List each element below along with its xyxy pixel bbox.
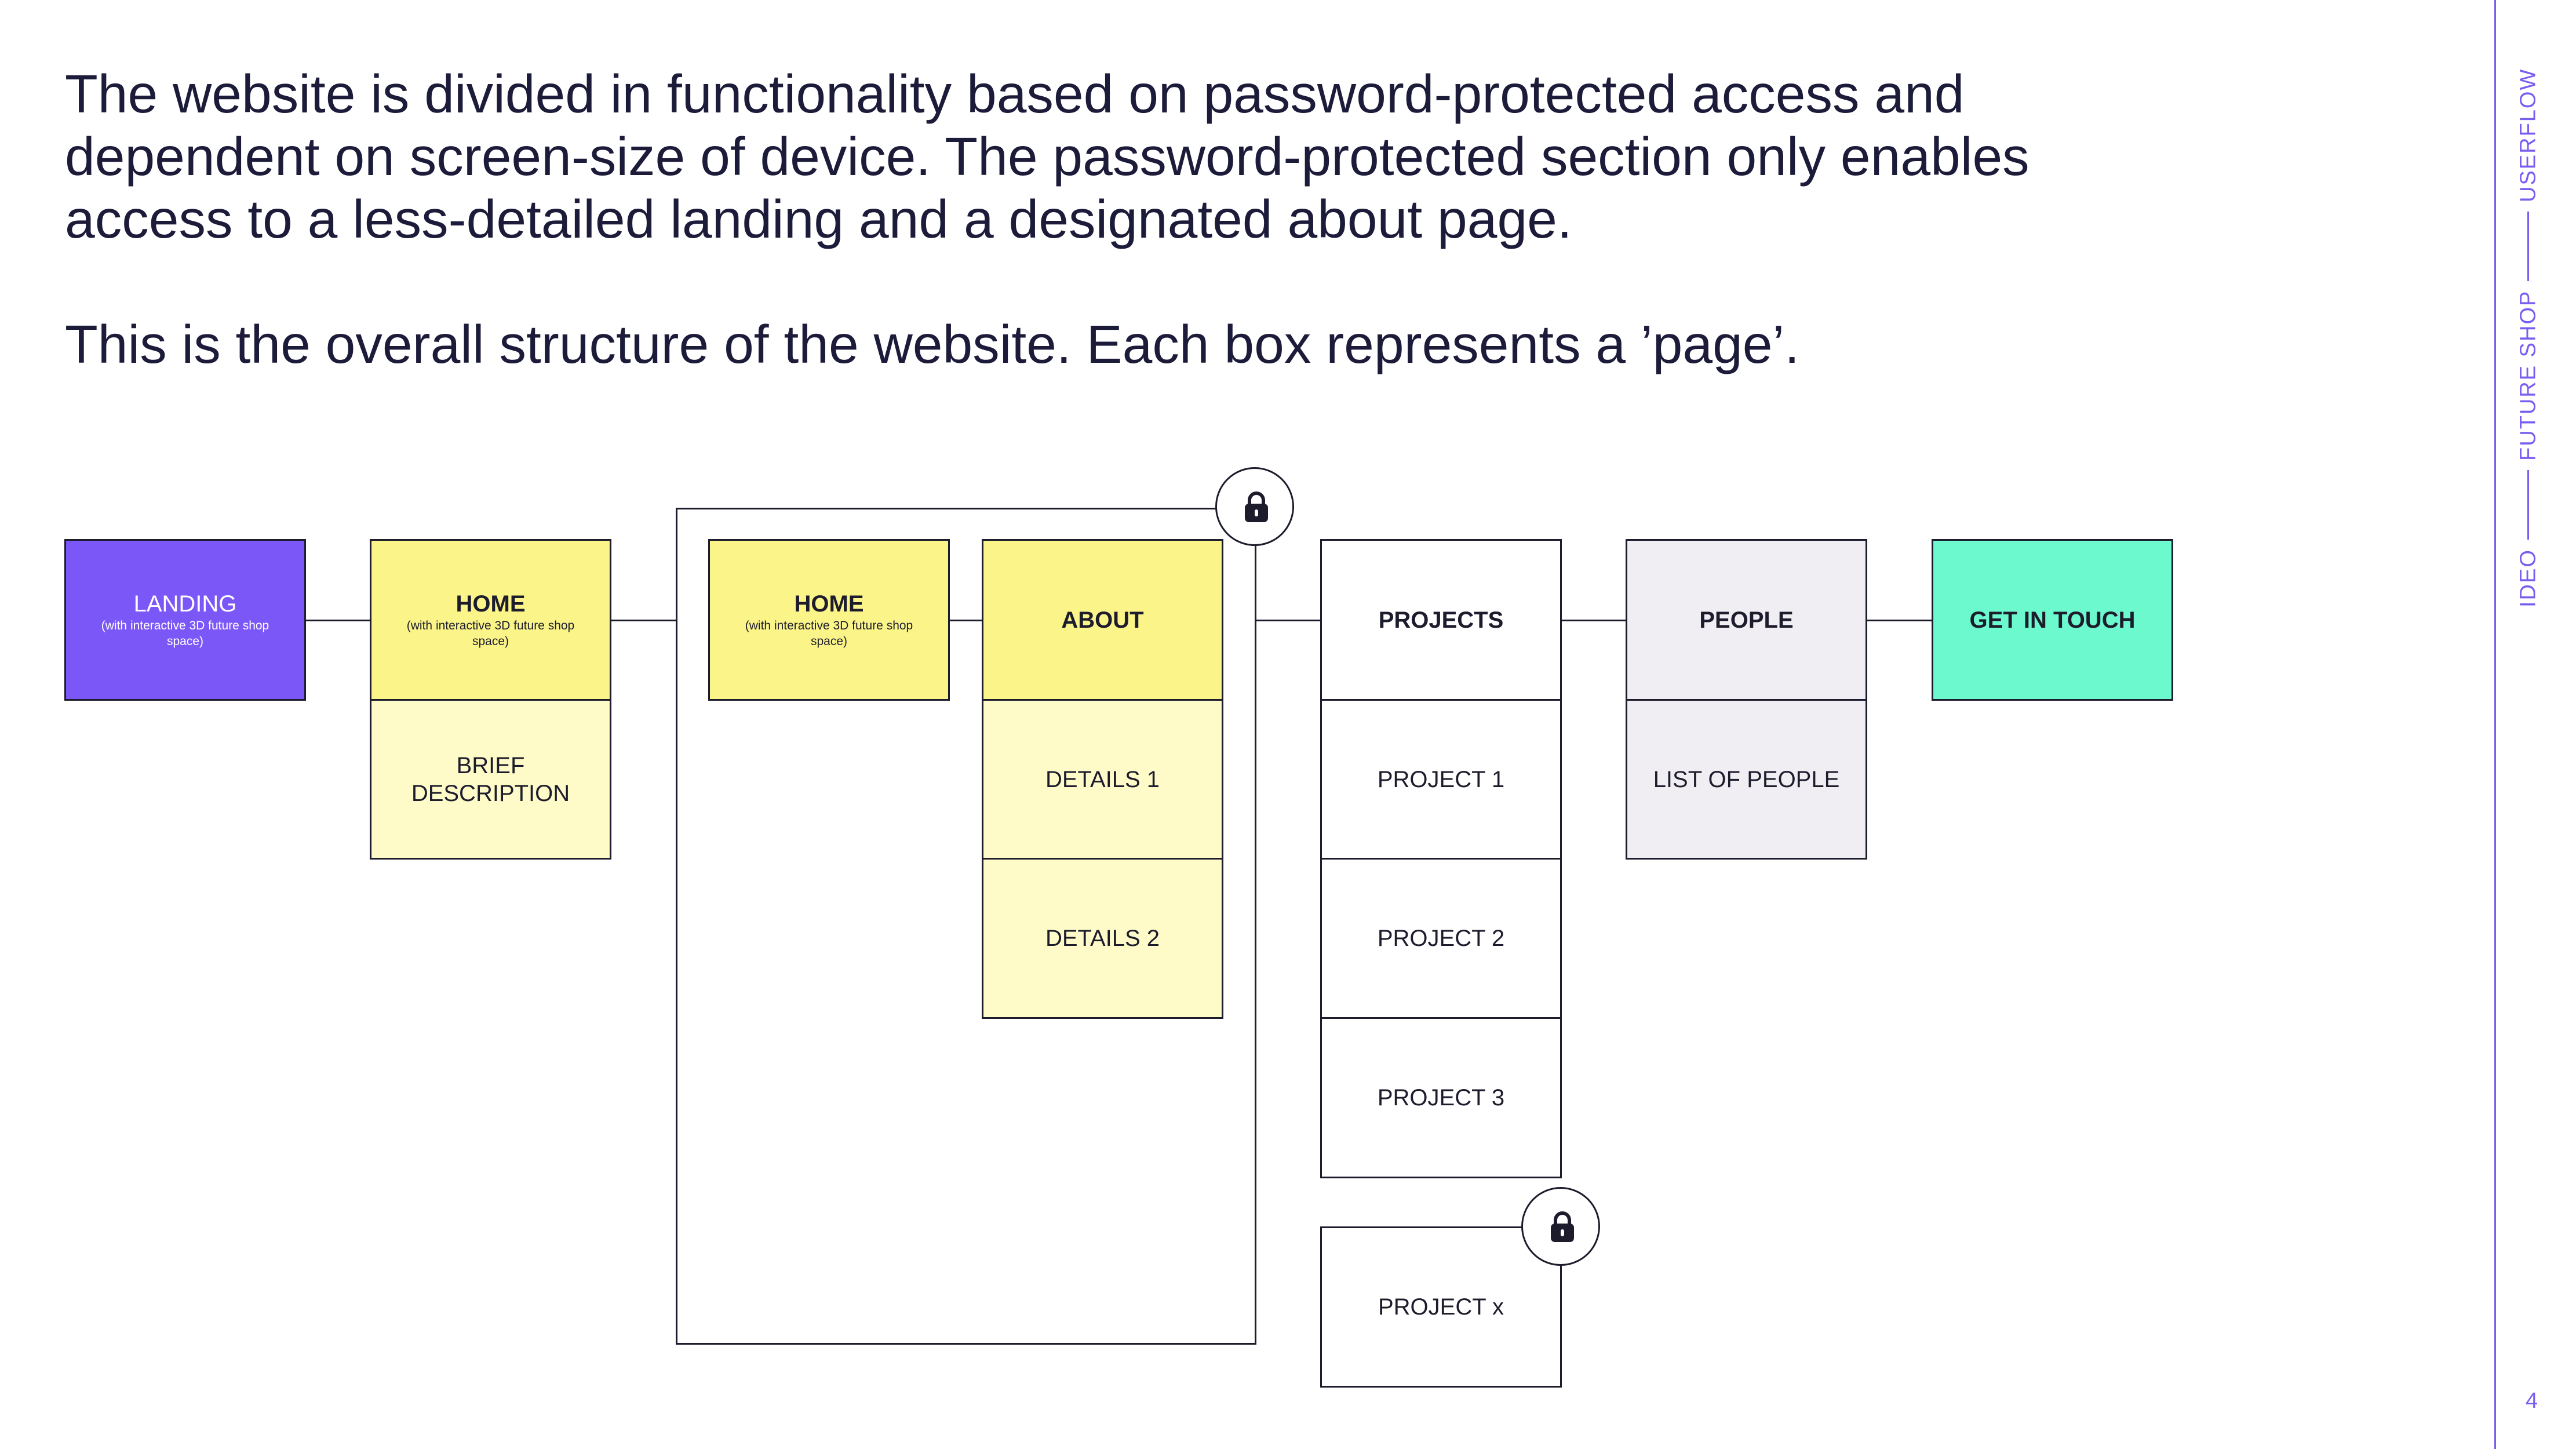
project-1-box: PROJECT 1 (1320, 699, 1562, 860)
protected-home-title: HOME (794, 591, 864, 617)
list-of-people-box: LIST OF PEOPLE (1626, 699, 1867, 860)
lock-badge-protected-section (1215, 467, 1294, 546)
people-title: PEOPLE (1699, 607, 1794, 633)
about-details-2-label: DETAILS 2 (1045, 926, 1160, 951)
people-page-box: PEOPLE (1626, 539, 1867, 701)
project-x-box: PROJECT x (1320, 1226, 1562, 1388)
landing-page-box: LANDING (with interactive 3D future shop… (64, 539, 306, 701)
sidebar-divider (2494, 0, 2496, 1449)
about-page-box: ABOUT (982, 539, 1223, 701)
sidebar-label-future-shop: FUTURE SHOP (2516, 290, 2541, 461)
about-details-1-label: DETAILS 1 (1045, 766, 1160, 792)
protected-home-box: HOME (with interactive 3D future shop sp… (708, 539, 950, 701)
sidebar-separator (2527, 470, 2530, 540)
intro-paragraph-1: The website is divided in functionality … (65, 64, 2030, 249)
connector-protected-projects (1255, 620, 1321, 621)
project-2-box: PROJECT 2 (1320, 858, 1562, 1019)
home-page-box: HOME (with interactive 3D future shop sp… (370, 539, 611, 701)
connector-protected-home-about (949, 620, 983, 621)
list-of-people-label: LIST OF PEOPLE (1653, 766, 1840, 792)
landing-subtitle: (with interactive 3D future shop space) (101, 618, 269, 648)
project-3-box: PROJECT 3 (1320, 1017, 1562, 1178)
project-3-label: PROJECT 3 (1377, 1085, 1505, 1111)
brief-description-box: BRIEF DESCRIPTION (370, 699, 611, 860)
intro-text: The website is divided in functionality … (65, 63, 2093, 376)
get-in-touch-title: GET IN TOUCH (1969, 607, 2136, 633)
sidebar-separator (2527, 211, 2530, 281)
connector-people-contact (1867, 620, 1932, 621)
protected-section-frame (676, 508, 1256, 1345)
sidebar-label-userflow: USERFLOW (2516, 68, 2541, 202)
intro-paragraph-2: This is the overall structure of the web… (65, 314, 1800, 374)
connector-home-protected (611, 620, 677, 621)
projects-page-box: PROJECTS (1320, 539, 1562, 701)
project-x-label: PROJECT x (1378, 1294, 1504, 1320)
about-details-2-box: DETAILS 2 (982, 858, 1223, 1019)
page-number: 4 (2526, 1389, 2538, 1413)
projects-title: PROJECTS (1378, 607, 1504, 633)
padlock-icon (1245, 492, 1268, 522)
connector-projects-people (1561, 620, 1627, 621)
sidebar-label-ideo: IDEO (2516, 549, 2541, 607)
padlock-icon (1551, 1211, 1574, 1242)
home-subtitle: (with interactive 3D future shop space) (406, 618, 575, 648)
project-2-label: PROJECT 2 (1377, 926, 1505, 951)
about-details-1-box: DETAILS 1 (982, 699, 1223, 860)
home-title: HOME (456, 591, 526, 617)
project-1-label: PROJECT 1 (1377, 766, 1505, 792)
get-in-touch-box: GET IN TOUCH (1932, 539, 2173, 701)
connector-landing-home (305, 620, 371, 621)
lock-badge-project-x (1521, 1187, 1600, 1266)
landing-title: LANDING (133, 591, 237, 617)
brief-description-label: BRIEF DESCRIPTION (411, 752, 570, 806)
protected-home-subtitle: (with interactive 3D future shop space) (745, 618, 913, 648)
sidebar-breadcrumb: IDEO FUTURE SHOP USERFLOW (2512, 28, 2545, 607)
about-title: ABOUT (1061, 607, 1144, 633)
